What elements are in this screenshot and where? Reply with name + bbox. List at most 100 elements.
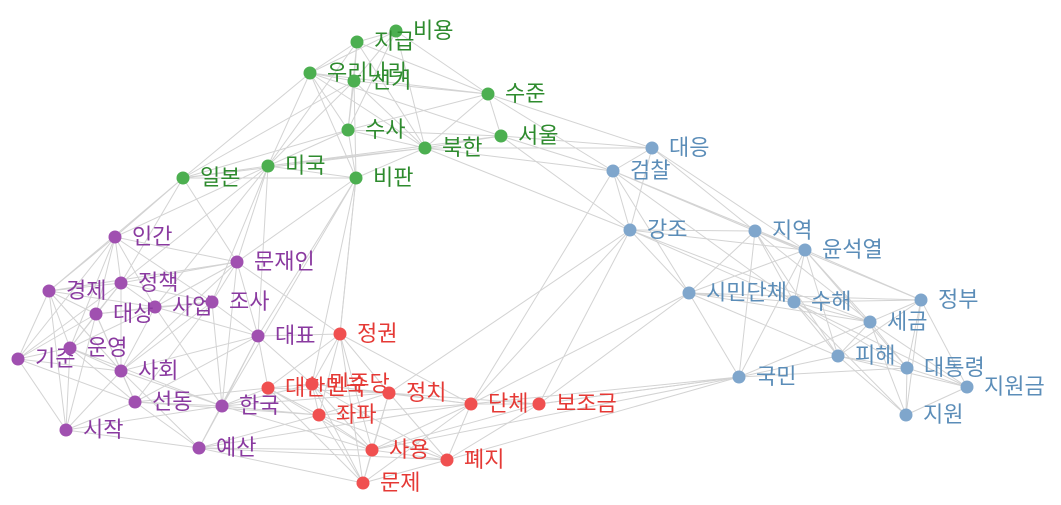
node-jiyeok[interactable]: 지역 [748,219,813,244]
node-susa[interactable]: 수사 [341,118,406,143]
node-unyeong[interactable]: 운영 [63,336,128,361]
edge-daepyo-seondong [134,335,259,403]
node-dot [114,276,128,290]
edge-jeongchi-bojogeum [388,392,540,405]
node-dot [312,408,326,422]
node-yesan[interactable]: 예산 [192,436,257,461]
edge-suhae-segeum [793,301,871,323]
edge-suhae-pihae [793,301,839,357]
edge-bukhan-gangjo [424,147,631,231]
edge-josa-daepyo [211,301,259,337]
edge-hanguk-jwapa [221,405,320,416]
node-ilbon[interactable]: 일본 [176,166,241,191]
edge-daepyo-jeonggwon [257,333,341,337]
node-hanguk[interactable]: 한국 [215,394,280,419]
node-yoon[interactable]: 윤석열 [798,238,883,263]
edge-simin-segeum [688,292,871,323]
node-gukmin[interactable]: 국민 [732,365,797,390]
node-label: 세금 [887,310,927,335]
node-jeonggwon[interactable]: 정권 [333,322,398,347]
node-daehanminguk[interactable]: 대한민국 [261,376,366,401]
node-president[interactable]: 대통령 [900,356,985,381]
node-gyeongje[interactable]: 경제 [42,279,107,304]
edge-minjudang-munje [311,383,364,484]
edge-jeongchaek-saeop [120,282,156,308]
node-jiwongeum[interactable]: 지원금 [960,375,1045,400]
edge-sahoe-sijak [65,370,122,431]
node-daesang[interactable]: 대상 [89,302,154,327]
node-saeop[interactable]: 사업 [148,295,213,320]
node-miguk[interactable]: 미국 [261,154,326,179]
edge-ingan-gyeongje [48,236,116,292]
node-danche[interactable]: 단체 [464,392,529,417]
node-suhae[interactable]: 수해 [787,290,852,315]
edge-urinara-bipan [309,72,357,179]
node-pihae[interactable]: 피해 [831,344,896,369]
node-segeum[interactable]: 세금 [863,310,928,335]
node-minjudang[interactable]: 민주당 [305,372,390,397]
node-josa[interactable]: 조사 [205,290,270,315]
node-sijak[interactable]: 시작 [59,418,124,443]
node-label: 비판 [373,166,413,191]
node-seondong[interactable]: 선동 [128,390,193,415]
node-ingan[interactable]: 인간 [108,225,173,250]
node-dot [230,255,244,269]
node-jwapa[interactable]: 좌파 [312,403,377,428]
node-munje[interactable]: 문제 [356,471,421,496]
node-jigeup[interactable]: 지급 [350,30,415,55]
edge-simin-danche [470,292,690,405]
edge-seondong-yesan [134,401,200,449]
node-jeongchi[interactable]: 정치 [382,381,447,406]
node-label: 한국 [239,394,279,419]
node-dot [192,441,206,455]
node-sujun[interactable]: 수준 [481,82,546,107]
edge-jeongchaek-josa [120,282,213,303]
node-simin[interactable]: 시민단체 [682,281,787,306]
edge-danche-pyeji [446,403,472,461]
node-sahoe[interactable]: 사회 [114,359,179,384]
node-moon[interactable]: 문재인 [230,250,315,275]
edge-ilbon-moon [182,177,238,263]
node-label: 정부 [938,288,978,313]
node-pyeji[interactable]: 폐지 [440,448,505,473]
edge-seoul-gangjo [500,135,631,231]
edge-urinara-miguk [267,72,311,167]
node-jeongchaek[interactable]: 정책 [114,271,179,296]
node-label: 일본 [200,166,240,191]
edge-bipan-hanguk [221,177,357,407]
node-jeongbu[interactable]: 정부 [914,288,979,313]
node-sayong[interactable]: 사용 [365,438,430,463]
edge-jeongbu-jiwongeum [920,299,968,388]
node-dot [261,159,275,173]
node-gangjo[interactable]: 강조 [623,218,688,243]
edge-saeop-daepyo [154,306,259,337]
node-jiwon[interactable]: 지원 [899,403,964,428]
node-bojogeum[interactable]: 보조금 [532,392,617,417]
edge-miguk-josa [211,165,269,303]
node-dot [606,164,620,178]
edge-seoul-geomchal [500,135,614,172]
node-dot [108,230,122,244]
node-urinara[interactable]: 우리나라 [303,61,408,86]
edge-bukhan-geomchal [424,147,614,172]
edge-sujun-daeeung [487,93,653,149]
node-dot [418,141,432,155]
edge-biyong-jigeup [356,30,397,43]
node-biyong[interactable]: 비용 [389,19,454,44]
node-seongeo[interactable]: 선거 [347,69,412,94]
edge-daehanminguk-munje [267,387,364,484]
edge-seongeo-bipan [353,80,357,179]
edge-yoon-pihae [804,249,839,357]
node-bukhan[interactable]: 북한 [418,136,483,161]
edge-jwapa-sayong [318,414,373,451]
edge-hanguk-yesan [198,405,223,449]
node-daepyo[interactable]: 대표 [251,324,316,349]
edge-jeongbu-jiwon [905,299,922,416]
node-daeeung[interactable]: 대응 [645,136,710,161]
edge-gijun-seondong [17,358,136,403]
node-label: 사회 [138,359,178,384]
node-geomchal[interactable]: 검찰 [606,159,671,184]
node-bipan[interactable]: 비판 [349,166,414,191]
node-seoul[interactable]: 서울 [494,124,559,149]
